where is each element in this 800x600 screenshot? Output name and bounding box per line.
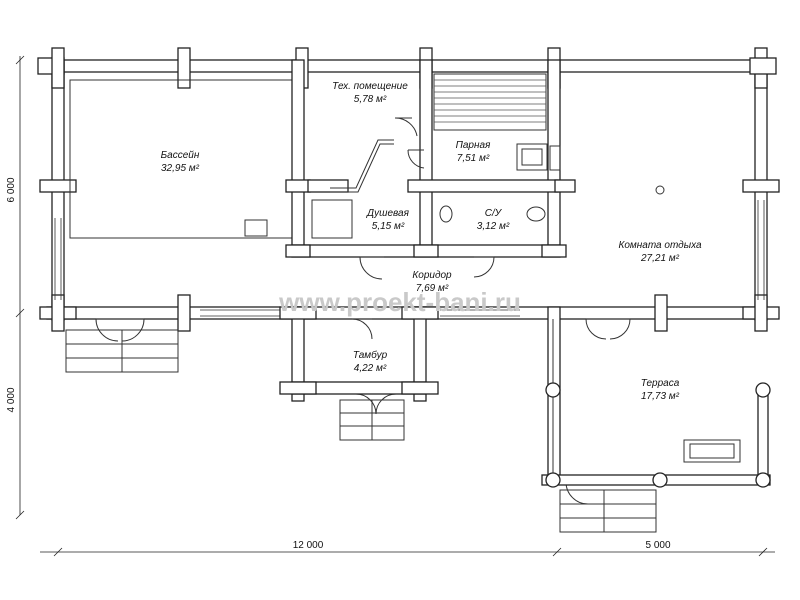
dim-bottom-right: 5 000 [645, 540, 670, 551]
steam-benches [433, 73, 547, 131]
pool-name: Бассейн [161, 150, 200, 161]
terrace-area: 17,73 м² [641, 391, 680, 402]
pool-area: 32,95 м² [161, 163, 200, 174]
dim-left-top: 6 000 [6, 177, 17, 202]
shower-area: 5,15 м² [372, 221, 405, 232]
rest-room-name: Комната отдыха [618, 240, 701, 251]
outer-walls [46, 59, 768, 321]
wc-name: С/У [485, 208, 503, 219]
rest-room-area: 27,21 м² [640, 253, 680, 264]
tech-room-area: 5,78 м² [354, 94, 387, 105]
room-labels: Тех. помещение 5,78 м² Бассейн 32,95 м² … [161, 81, 702, 402]
tech-partition [330, 139, 394, 193]
terrace-name: Терраса [641, 378, 680, 389]
tambur-area: 4,22 м² [354, 363, 387, 374]
tambur-name: Тамбур [353, 349, 388, 361]
steam-room-area: 7,51 м² [457, 153, 490, 164]
tambur-walls [279, 306, 439, 402]
stove [516, 143, 548, 171]
log-ends-sides [39, 179, 780, 332]
terrace [541, 306, 771, 488]
shower-tray [311, 199, 353, 239]
interior-walls [285, 59, 576, 258]
dimension-lines [15, 55, 775, 557]
wc-area: 3,12 м² [477, 221, 510, 232]
dim-left-bottom: 4 000 [6, 387, 17, 412]
tech-room-name: Тех. помещение [332, 81, 408, 92]
ceiling-lamp-icon [655, 185, 665, 195]
watermark: www.proekt-bani.ru [278, 287, 521, 317]
steam-room-name: Парная [456, 140, 491, 151]
dim-bottom-left: 12 000 [293, 540, 324, 551]
windows [54, 59, 765, 317]
corridor-area: 7,69 м² [416, 283, 449, 294]
sink [439, 205, 453, 223]
shower-name: Душевая [366, 208, 410, 219]
toilet [526, 206, 546, 222]
steps [65, 329, 657, 533]
corridor-name: Коридор [412, 270, 452, 281]
